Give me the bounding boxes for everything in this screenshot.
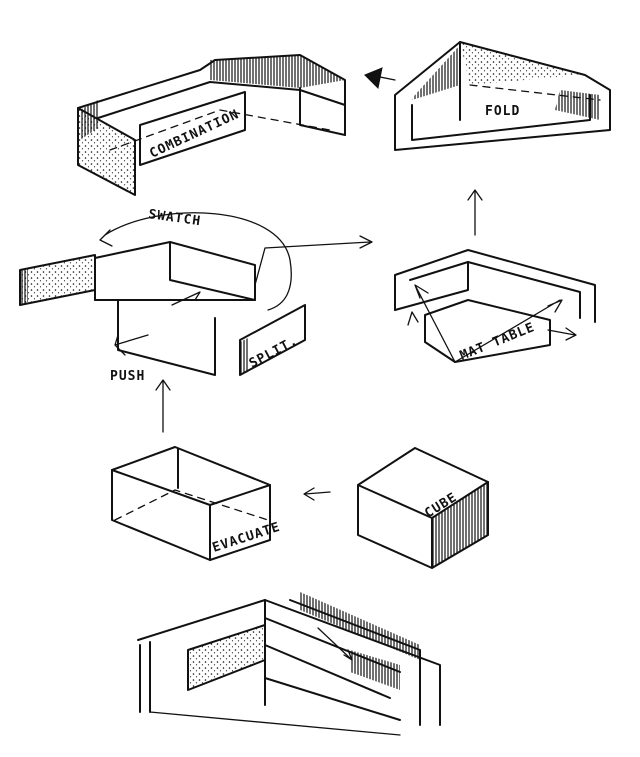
label-evacuate: EVACUATE [211,520,283,556]
arrow-mat-to-fold [467,189,483,236]
label-push: PUSH [110,369,145,384]
arrow-swatch-to-mat [254,235,373,286]
combination-sketch: COMBINATION [77,54,346,196]
fold-sketch: FOLD [394,41,611,151]
label-swatch: SWATCH [147,207,202,229]
arrow-evacuate-to-swatch [155,379,171,433]
cube-sketch: CUBE [357,447,489,569]
evacuate-sketch: EVACUATE [111,446,283,561]
arrow-cube-to-evacuate [303,487,331,501]
mat-table-sketch: MAT TABLE [394,249,596,364]
label-combination: COMBINATION [147,107,241,162]
label-split: SPLIT. [247,333,301,371]
swatch-sketch: SWATCH PUSH SPLIT. [19,207,306,384]
arrow-fold-to-combination [364,67,396,90]
final-sketch [137,592,441,736]
label-mat-table: MAT TABLE [458,320,537,364]
label-fold: FOLD [485,104,520,119]
